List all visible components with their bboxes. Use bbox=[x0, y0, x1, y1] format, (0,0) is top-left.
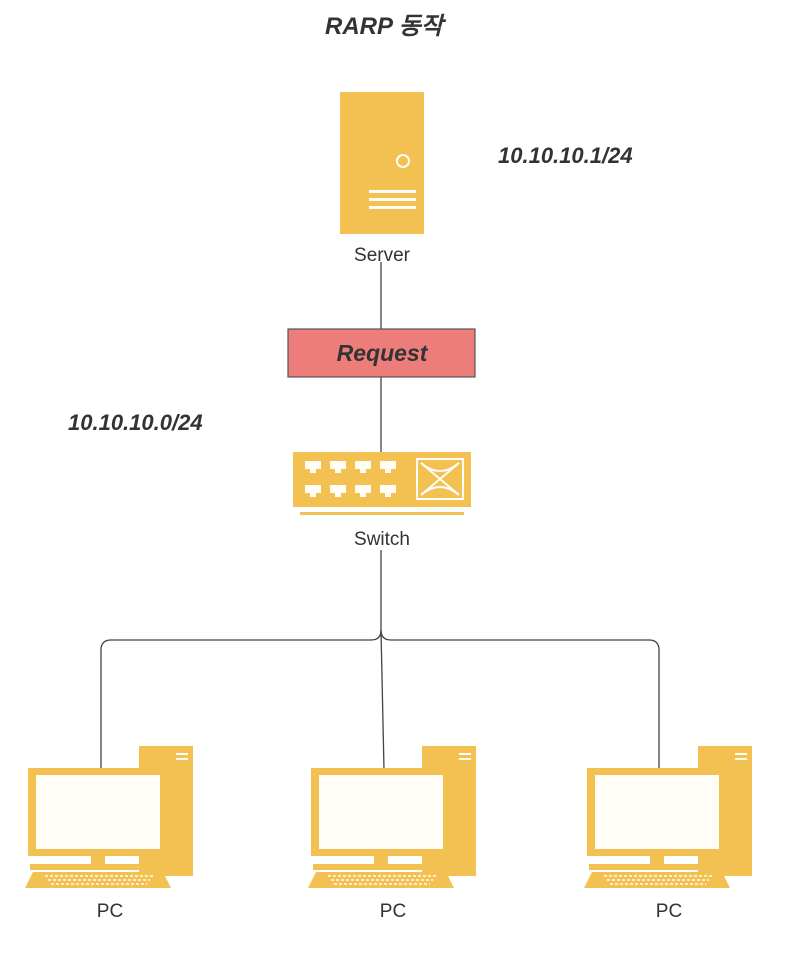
branch-right-line bbox=[380, 629, 660, 770]
switch-label: Switch bbox=[354, 529, 410, 550]
pc-label: PC bbox=[97, 901, 123, 922]
server-label: Server bbox=[354, 245, 411, 266]
branch-center-line bbox=[380, 629, 385, 771]
branch-left-line bbox=[100, 629, 382, 770]
request-message: Request bbox=[287, 328, 476, 378]
server-icon bbox=[340, 92, 424, 234]
switch-icon bbox=[293, 452, 471, 515]
pc-node-1[interactable]: PC bbox=[25, 746, 193, 922]
diagram-title: RARP 동작 bbox=[325, 13, 447, 40]
pc-label: PC bbox=[656, 901, 682, 922]
pc-icon bbox=[25, 746, 193, 888]
request-box bbox=[287, 328, 476, 378]
pc-node-3[interactable]: PC bbox=[584, 746, 752, 922]
request-label: Request bbox=[337, 340, 429, 366]
switch-node[interactable]: Switch bbox=[293, 452, 471, 550]
subnet-label: 10.10.10.0/24 bbox=[68, 410, 203, 435]
server-ip-label: 10.10.10.1/24 bbox=[498, 143, 633, 168]
pc-icon bbox=[584, 746, 752, 888]
pc-icon bbox=[308, 746, 476, 888]
connection-lines bbox=[100, 262, 660, 771]
pc-node-2[interactable]: PC bbox=[308, 746, 476, 922]
server-node[interactable]: Server bbox=[340, 92, 424, 266]
pc-label: PC bbox=[380, 901, 406, 922]
